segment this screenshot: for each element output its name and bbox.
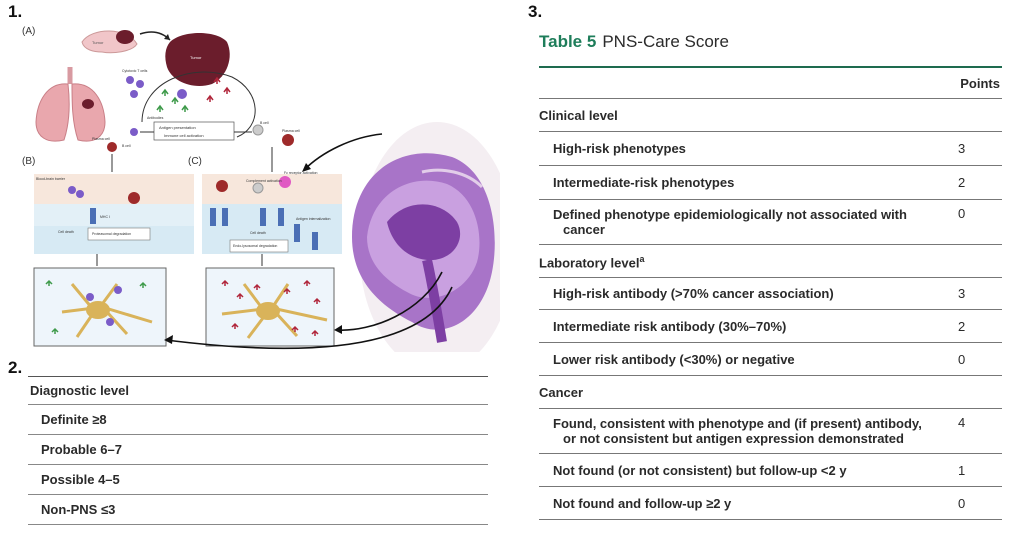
cytotoxic-t-cells: Cytotoxic T cells — [122, 69, 187, 99]
item-points: 3 — [958, 141, 966, 156]
table-number: Table 5 — [539, 32, 597, 51]
item-points: 0 — [958, 206, 966, 221]
label-antibodies: Antibodies — [147, 116, 164, 120]
table-row: Non-PNS ≤3 — [28, 495, 488, 525]
label-complement: Complement activation — [246, 179, 282, 183]
item-label: Defined phenotype epidemiologically not … — [539, 207, 958, 237]
sublabel-b: (B) — [22, 156, 35, 167]
pathophysiology-figure: (A) Tumor Tumor Cyt — [22, 22, 500, 352]
label-plasma-cell-2: Plasma cell — [92, 137, 110, 141]
table-row: Defined phenotype epidemiologically not … — [539, 200, 1002, 245]
diagnostic-level-table: Diagnostic level Definite ≥8 Probable 6–… — [28, 376, 488, 525]
table-row: High-risk antibody (>70% cancer associat… — [539, 278, 1002, 310]
item-label-line1: Defined phenotype epidemiologically not … — [553, 207, 907, 222]
section-label-text: Laboratory level — [539, 255, 640, 271]
label-bbb: Blood-brain barrier — [36, 177, 66, 181]
table-title: PNS-Care Score — [602, 32, 729, 51]
table-row: Found, consistent with phenotype and (if… — [539, 409, 1002, 454]
item-label: Not found (or not consistent) but follow… — [553, 462, 847, 478]
diagnostic-row-label: Non-PNS ≤3 — [41, 502, 116, 517]
section-label: Cancer — [539, 384, 584, 400]
item-label: Lower risk antibody (<30%) or negative — [553, 351, 795, 367]
table-row: Probable 6–7 — [28, 435, 488, 465]
diagnostic-table-header: Diagnostic level — [28, 376, 488, 405]
label-tumor: Tumor — [190, 55, 202, 60]
sublabel-a: (A) — [22, 26, 35, 37]
panel-number-2: 2. — [8, 358, 23, 377]
table-row: High-risk phenotypes 3 — [539, 132, 1002, 166]
item-label: High-risk antibody (>70% cancer associat… — [553, 286, 834, 301]
section-row: Cancer — [539, 376, 1002, 409]
sublabel-c: (C) — [188, 156, 202, 167]
section-row: Clinical level — [539, 99, 1002, 132]
diagnostic-row-label: Probable 6–7 — [41, 442, 122, 457]
table-row: Not found (or not consistent) but follow… — [539, 454, 1002, 487]
figure-svg: (A) Tumor Tumor Cyt — [22, 26, 500, 352]
table-caption: Table 5 PNS-Care Score — [539, 32, 1002, 52]
section-row: Laboratory levela — [539, 245, 1002, 278]
table-row: Intermediate risk antibody (30%–70%) 2 — [539, 310, 1002, 343]
panel-number-3: 3. — [528, 2, 543, 21]
lungs-illustration — [35, 67, 106, 142]
pns-care-score-table: Table 5 PNS-Care Score Points Clinical le… — [539, 32, 1002, 520]
red-antibodies — [206, 76, 231, 102]
diagnostic-header-label: Diagnostic level — [30, 383, 129, 398]
item-label: Found, consistent with phenotype and (if… — [539, 416, 958, 446]
label-cell-death-b: Cell death — [58, 230, 74, 234]
label-b-cell-right: B cell — [260, 121, 269, 125]
item-points: 1 — [958, 462, 966, 478]
label-cytotoxic-t: Cytotoxic T cells — [122, 69, 148, 73]
label-cell-death-c: Cell death — [250, 231, 266, 235]
label-endo-lysosomal: Endo-lysosomal degradation — [233, 244, 277, 248]
panel-number-1: 1. — [8, 2, 23, 21]
item-points: 0 — [958, 351, 966, 367]
item-label: Intermediate risk antibody (30%–70%) — [553, 318, 787, 334]
label-b-cell-left: B cell — [122, 144, 131, 148]
item-points: 4 — [958, 415, 966, 430]
label-plasma-cell: Plasma cell — [282, 129, 300, 133]
diagnostic-row-label: Definite ≥8 — [41, 412, 107, 427]
section-label: Laboratory levela — [539, 252, 958, 270]
item-points: 2 — [958, 175, 966, 190]
item-points: 2 — [958, 318, 966, 334]
table-row: Not found and follow-up ≥2 y 0 — [539, 487, 1002, 520]
label-tumor-small: Tumor — [92, 40, 104, 45]
table-row: Intermediate-risk phenotypes 2 — [539, 166, 1002, 200]
points-header-row: Points — [539, 68, 1002, 99]
item-label-line2: or not consistent but antigen expression… — [563, 431, 904, 446]
item-label: High-risk phenotypes — [553, 141, 686, 156]
table-row: Lower risk antibody (<30%) or negative 0 — [539, 343, 1002, 376]
item-points: 0 — [958, 495, 966, 511]
section-label: Clinical level — [539, 107, 618, 123]
item-label: Not found and follow-up ≥2 y — [553, 495, 732, 511]
label-fc-receptor: Fc receptor activation — [284, 171, 318, 175]
diagnostic-row-label: Possible 4–5 — [41, 472, 120, 487]
brain-illustration — [352, 122, 500, 352]
label-antigen-internal: Antigen internalization — [296, 217, 330, 221]
table-row: Definite ≥8 — [28, 405, 488, 435]
label-antigen-presentation: Antigen presentation — [159, 125, 196, 130]
label-proteasomal: Proteasomal degradation — [92, 232, 131, 236]
table-row: Possible 4–5 — [28, 465, 488, 495]
head-illustration: Tumor — [81, 30, 138, 54]
item-points: 3 — [958, 286, 966, 301]
antibodies-cluster: Antibodies — [147, 88, 189, 120]
item-label: Intermediate-risk phenotypes — [553, 175, 735, 190]
points-header: Points — [960, 75, 1000, 91]
item-label-line2: cancer — [563, 222, 605, 237]
item-label-line1: Found, consistent with phenotype and (if… — [553, 416, 922, 431]
label-immune-activation: Immune cell activation — [164, 133, 204, 138]
label-mhc: MHC I — [100, 215, 110, 219]
footnote-marker: a — [639, 253, 645, 264]
